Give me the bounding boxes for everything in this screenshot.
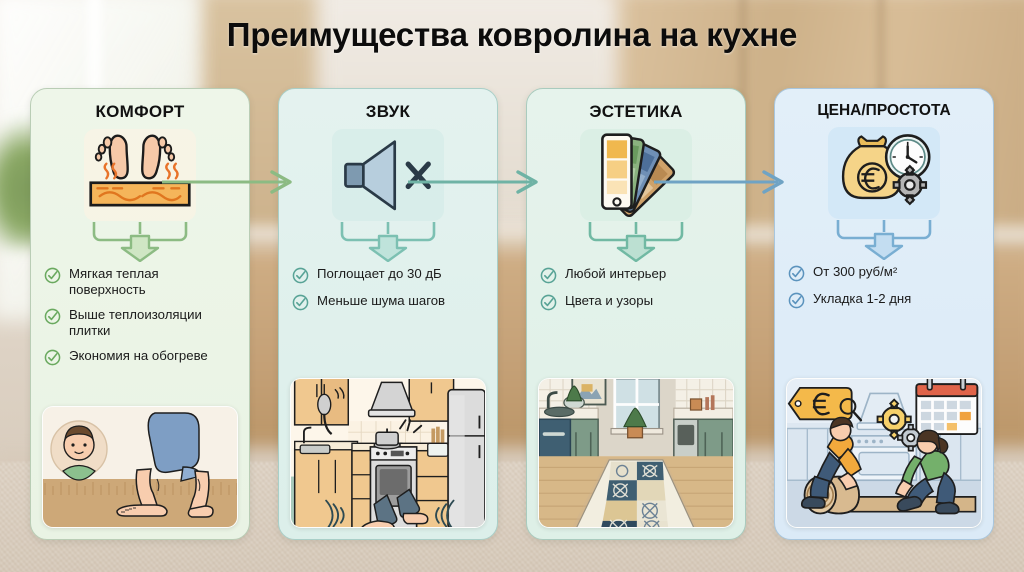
page-title: Преимущества ковролина на кухне — [226, 16, 798, 53]
card-sound-icon-tile — [332, 129, 444, 221]
bare-feet-on-warm-floor-icon — [89, 134, 191, 207]
list-item-label: Цвета и узоры — [565, 293, 654, 308]
card-comfort-down-arrow — [92, 222, 188, 262]
card-price-bullets: От 300 руб/м² Укладка 1-2 дня — [788, 264, 982, 309]
check-circle-icon — [44, 349, 61, 366]
check-circle-icon — [292, 267, 309, 284]
muted-speaker-icon — [344, 140, 431, 210]
card-comfort[interactable]: КОМФОРТ — [30, 88, 250, 540]
card-sound-bullets: Поглощает до 30 дБ Меньше шума шагов — [292, 266, 486, 311]
bare-feet-on-carpet-illustration — [43, 407, 237, 527]
card-comfort-photo — [42, 406, 238, 528]
list-item-label: Экономия на обогреве — [69, 347, 208, 363]
list-item: Выше теплоизоляции плитки — [44, 307, 238, 339]
card-sound[interactable]: ЗВУК — [278, 88, 498, 540]
card-aesthetics-bullets: Любой интерьер Цвета и узоры — [540, 266, 734, 311]
list-item-label: Любой интерьер — [565, 266, 667, 281]
check-circle-icon — [44, 308, 61, 325]
list-item: Меньше шума шагов — [292, 293, 486, 311]
card-sound-title: ЗВУК — [365, 102, 411, 121]
card-comfort-icon-tile — [84, 129, 196, 221]
check-circle-icon — [44, 267, 61, 284]
list-item-label: Поглощает до 30 дБ — [317, 266, 442, 281]
workers-unrolling-carpet-illustration — [787, 379, 981, 527]
check-circle-icon — [292, 294, 309, 311]
list-item: Цвета и узоры — [540, 293, 734, 311]
list-item: Любой интерьер — [540, 266, 734, 284]
card-price-icon-tile — [828, 127, 940, 219]
color-swatch-fan-icon — [601, 133, 676, 218]
benefits-card-row: КОМФОРТ — [30, 88, 994, 540]
check-circle-icon — [788, 265, 805, 282]
list-item: Поглощает до 30 дБ — [292, 266, 486, 284]
card-comfort-bullets: Мягкая теплая поверхность Выше теплоизол… — [44, 266, 238, 366]
card-aesthetics-photo — [538, 378, 734, 528]
kitchen-patterned-runner-rug-illustration — [539, 379, 733, 527]
card-aesthetics[interactable]: ЭСТЕТИКА — [526, 88, 746, 540]
list-item: Укладка 1-2 дня — [788, 291, 982, 309]
list-item-label: Укладка 1-2 дня — [813, 291, 912, 306]
card-price-down-arrow — [836, 220, 932, 260]
card-comfort-title: КОМФОРТ — [95, 102, 185, 121]
list-item-label: Меньше шума шагов — [317, 293, 446, 308]
card-aesthetics-down-arrow — [588, 222, 684, 262]
card-aesthetics-title: ЭСТЕТИКА — [589, 102, 683, 121]
card-sound-photo — [290, 378, 486, 528]
check-circle-icon — [788, 292, 805, 309]
card-sound-down-arrow — [340, 222, 436, 262]
card-price-simplicity-title: ЦЕНА/ПРОСТОТА — [817, 102, 951, 119]
check-circle-icon — [540, 267, 557, 284]
kitchen-footstep-noise-illustration — [291, 379, 485, 527]
list-item: Мягкая теплая поверхность — [44, 266, 238, 298]
list-item-label: Выше теплоизоляции плитки — [69, 306, 202, 338]
list-item-label: От 300 руб/м² — [813, 264, 898, 279]
list-item: От 300 руб/м² — [788, 264, 982, 282]
check-circle-icon — [540, 294, 557, 311]
card-price-photo — [786, 378, 982, 528]
list-item-label: Мягкая теплая поверхность — [69, 266, 159, 297]
money-bag-clock-gear-icon — [841, 134, 931, 206]
list-item: Экономия на обогреве — [44, 348, 238, 366]
card-price-simplicity[interactable]: ЦЕНА/ПРОСТОТА — [774, 88, 994, 540]
card-aesthetics-icon-tile — [580, 129, 692, 221]
